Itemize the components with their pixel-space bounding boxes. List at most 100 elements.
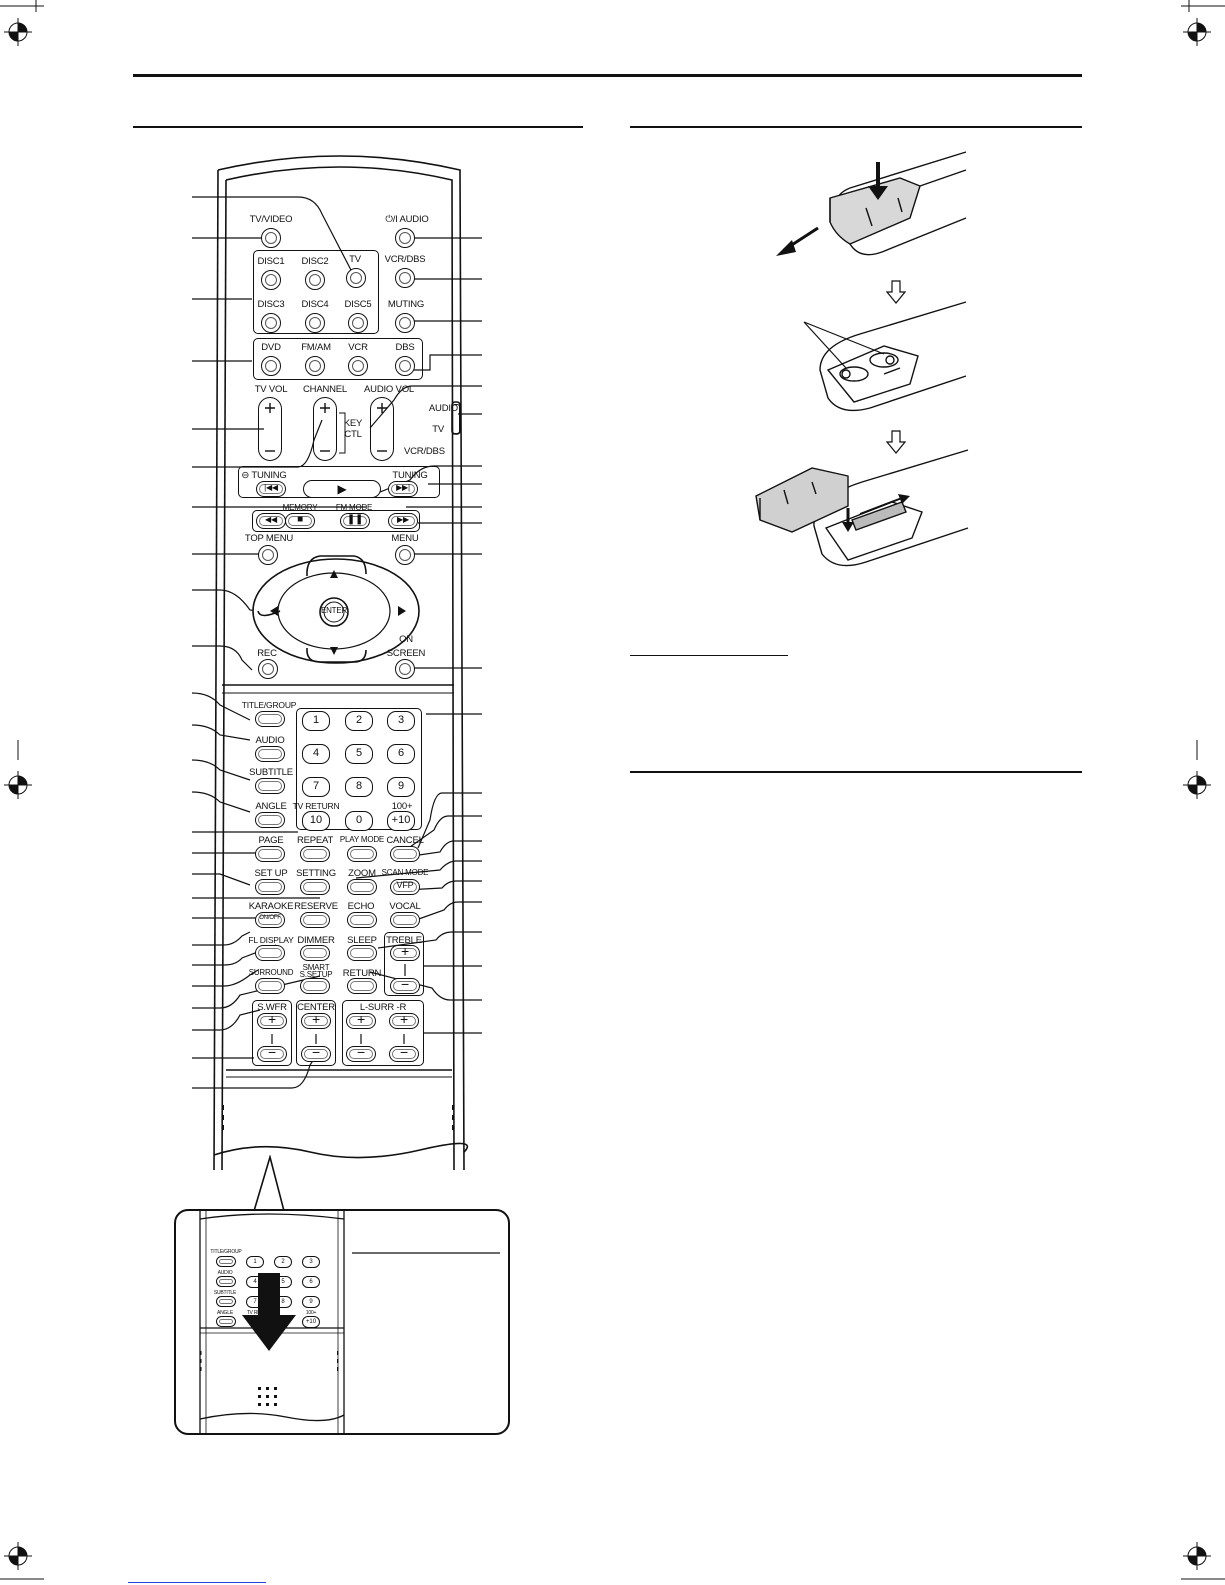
zoom-button[interactable] xyxy=(347,879,377,895)
fl-display-button[interactable] xyxy=(255,945,285,961)
dbs-button[interactable] xyxy=(395,356,415,376)
digit-9-button[interactable]: 9 xyxy=(387,777,415,797)
echo-button[interactable] xyxy=(347,912,377,928)
tuning-down-button[interactable] xyxy=(256,481,286,497)
center-up-button[interactable] xyxy=(301,1013,331,1029)
stop-icon: ■ xyxy=(297,514,303,525)
tv-video-button[interactable] xyxy=(261,228,281,248)
reserve-button[interactable] xyxy=(300,912,330,928)
disc4-button[interactable] xyxy=(305,313,325,333)
repeat-label: REPEAT xyxy=(296,835,334,846)
audio-button[interactable] xyxy=(255,746,285,762)
vcr-dbs-power-button[interactable] xyxy=(395,268,415,288)
digit-5-button[interactable]: 5 xyxy=(345,744,373,764)
angle-button[interactable] xyxy=(255,812,285,828)
vocal-button[interactable] xyxy=(390,912,420,928)
swfr-box xyxy=(252,1000,292,1066)
repeat-button[interactable] xyxy=(300,846,330,862)
play-mode-button[interactable] xyxy=(347,846,377,862)
tv-power-button[interactable] xyxy=(346,268,366,288)
cancel-button[interactable] xyxy=(390,846,420,862)
treble-box xyxy=(384,932,424,996)
treble-up-button[interactable] xyxy=(390,945,420,961)
subtitle-button[interactable] xyxy=(255,778,285,794)
surr-right-down-button[interactable] xyxy=(389,1046,419,1062)
digit-3-button[interactable]: 3 xyxy=(387,711,415,731)
sleep-button[interactable] xyxy=(347,945,377,961)
tuning-left-label: ⊖ TUNING xyxy=(241,470,287,481)
digit-6-button[interactable]: 6 xyxy=(387,744,415,764)
play-mode-label: PLAY MODE xyxy=(339,835,385,844)
smart-label: SMART xyxy=(302,963,330,972)
rewind-button[interactable] xyxy=(256,513,286,529)
mode-switch[interactable] xyxy=(452,404,460,434)
source-group-box xyxy=(253,338,423,380)
dimmer-button[interactable] xyxy=(300,945,330,961)
center-down-button[interactable] xyxy=(301,1046,331,1062)
fl-display-label: FL DISPLAY xyxy=(248,935,294,945)
surround-button[interactable] xyxy=(255,978,285,994)
stop-button[interactable] xyxy=(285,513,315,529)
rec-button[interactable] xyxy=(258,659,278,679)
disc5-button[interactable] xyxy=(348,313,368,333)
treble-divider xyxy=(404,964,406,976)
enter-label: ENTER xyxy=(320,606,348,615)
remote-body-outline xyxy=(213,155,469,1171)
setting-button[interactable] xyxy=(300,879,330,895)
inset-plus10: +10 xyxy=(302,1316,320,1328)
audio-power-button[interactable] xyxy=(395,228,415,248)
play-icon: ▶ xyxy=(337,482,347,496)
surr-left-up-button[interactable] xyxy=(346,1013,376,1029)
inset-digit-3: 3 xyxy=(302,1256,320,1268)
setting-label: SETTING xyxy=(296,868,336,879)
set-up-button[interactable] xyxy=(255,879,285,895)
disc2-button[interactable] xyxy=(305,270,325,290)
page-label: PAGE xyxy=(258,835,284,846)
swfr-up-button[interactable] xyxy=(257,1013,287,1029)
tv-vol-rocker[interactable] xyxy=(258,397,282,461)
surr-left-down-button[interactable] xyxy=(346,1046,376,1062)
karaoke-button[interactable] xyxy=(255,912,285,928)
page-button[interactable] xyxy=(255,846,285,862)
channel-rocker[interactable] xyxy=(313,397,337,461)
disc1-button[interactable] xyxy=(261,270,281,290)
treble-label: TREBLE xyxy=(386,935,422,946)
fm-am-button[interactable] xyxy=(305,356,325,376)
on-off-label: ON/OFF xyxy=(259,915,281,921)
treble-down-button[interactable] xyxy=(390,978,420,994)
digit-7-button[interactable]: 7 xyxy=(302,777,330,797)
on-screen-button[interactable] xyxy=(395,659,415,679)
dvd-button[interactable] xyxy=(261,356,281,376)
cursor-pad[interactable] xyxy=(250,550,425,665)
surround-label: SURROUND xyxy=(248,968,294,977)
smart-setup-button[interactable] xyxy=(300,978,330,994)
digit-8-button[interactable]: 8 xyxy=(345,777,373,797)
menu-button[interactable] xyxy=(395,545,415,565)
surr-right-up-button[interactable] xyxy=(389,1013,419,1029)
top-menu-button[interactable] xyxy=(258,545,278,565)
audio-vol-rocker[interactable] xyxy=(370,397,394,461)
muting-button[interactable] xyxy=(395,313,415,333)
down-arrow-1-icon xyxy=(886,280,906,304)
pause-button[interactable] xyxy=(340,513,370,529)
swfr-label: S.WFR xyxy=(257,1002,287,1013)
vfp-button[interactable] xyxy=(390,879,420,895)
plus10-button[interactable]: +10 xyxy=(387,811,415,831)
top-menu-label: TOP MENU xyxy=(244,533,294,544)
digit-10-button[interactable]: 10 xyxy=(302,811,330,831)
play-button[interactable] xyxy=(303,480,381,498)
fm-mode-label: FM MODE xyxy=(335,503,373,512)
digit-4-button[interactable]: 4 xyxy=(302,744,330,764)
digit-1-button[interactable]: 1 xyxy=(302,711,330,731)
swfr-down-button[interactable] xyxy=(257,1046,287,1062)
digit-0-button[interactable]: 0 xyxy=(345,811,373,831)
digit-2-button[interactable]: 2 xyxy=(345,711,373,731)
title-group-button[interactable] xyxy=(255,711,285,727)
disc3-button[interactable] xyxy=(261,313,281,333)
tuning-up-button[interactable] xyxy=(388,481,418,497)
vcr-button[interactable] xyxy=(348,356,368,376)
fast-forward-button[interactable] xyxy=(388,513,418,529)
return-button[interactable] xyxy=(347,978,377,994)
disc1-label: DISC1 xyxy=(257,256,285,267)
